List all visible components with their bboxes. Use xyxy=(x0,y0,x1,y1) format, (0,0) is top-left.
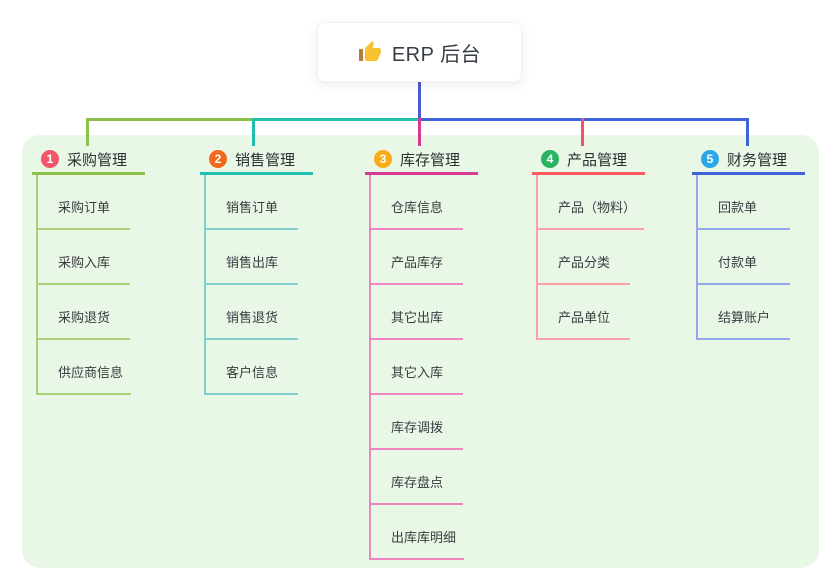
branch-children-product: 产品（物料） 产品分类 产品单位 xyxy=(532,175,645,340)
branch-children-inventory: 仓库信息 产品库存 其它出库 其它入库 库存调拨 库存盘点 出库库明细 xyxy=(365,175,478,560)
mindmap-node: 采购订单 xyxy=(32,175,145,230)
mindmap-node: 结算账户 xyxy=(692,285,805,340)
branch-title-finance[interactable]: 5 财务管理 xyxy=(692,146,805,175)
mindmap-node: 其它出库 xyxy=(365,285,478,340)
branch-children-purchasing: 采购订单 采购入库 采购退货 供应商信息 xyxy=(32,175,145,395)
mindmap-node: 库存盘点 xyxy=(365,450,478,505)
branch-title-label: 库存管理 xyxy=(400,151,461,169)
branch-product-management: 4 产品管理 产品（物料） 产品分类 产品单位 xyxy=(532,146,645,340)
branch-spine xyxy=(536,175,538,340)
root-node[interactable]: ERP 后台 xyxy=(317,22,522,82)
node-label[interactable]: 其它出库 xyxy=(369,307,463,340)
branch-purchasing-management: 1 采购管理 采购订单 采购入库 采购退货 供应商信息 xyxy=(32,146,145,395)
node-label[interactable]: 产品分类 xyxy=(536,252,630,285)
node-label[interactable]: 供应商信息 xyxy=(36,362,132,395)
node-label[interactable]: 付款单 xyxy=(696,252,790,285)
mindmap-node: 销售出库 xyxy=(200,230,313,285)
branch-number-badge: 4 xyxy=(541,150,559,168)
branch-sales-management: 2 销售管理 销售订单 销售出库 销售退货 客户信息 xyxy=(200,146,313,395)
node-label[interactable]: 采购订单 xyxy=(36,197,130,230)
node-label[interactable]: 库存调拨 xyxy=(369,417,463,450)
branch-title-product[interactable]: 4 产品管理 xyxy=(532,146,645,175)
branch-spine xyxy=(369,175,371,560)
node-label[interactable]: 回款单 xyxy=(696,197,790,230)
connector-root-vertical xyxy=(418,82,421,120)
mindmap-node: 客户信息 xyxy=(200,340,313,395)
branch-spine xyxy=(36,175,38,395)
branch-number-badge: 5 xyxy=(701,150,719,168)
mindmap-node: 产品分类 xyxy=(532,230,645,285)
mindmap-node: 销售订单 xyxy=(200,175,313,230)
node-label[interactable]: 其它入库 xyxy=(369,362,463,395)
mindmap-node: 出库库明细 xyxy=(365,505,478,560)
node-label[interactable]: 采购入库 xyxy=(36,252,130,285)
node-label[interactable]: 产品库存 xyxy=(369,252,463,285)
branch-number-badge: 1 xyxy=(41,150,59,168)
node-label[interactable]: 采购退货 xyxy=(36,307,130,340)
node-label[interactable]: 库存盘点 xyxy=(369,472,463,505)
branch-finance-management: 5 财务管理 回款单 付款单 结算账户 xyxy=(692,146,805,340)
mindmap-node: 库存调拨 xyxy=(365,395,478,450)
branch-title-purchasing[interactable]: 1 采购管理 xyxy=(32,146,145,175)
thumbs-up-icon xyxy=(358,40,382,64)
branch-inventory-management: 3 库存管理 仓库信息 产品库存 其它出库 其它入库 库存调拨 库存盘点 出库库… xyxy=(365,146,478,560)
connector-horizontal-teal xyxy=(252,118,419,121)
connector-stub-finance xyxy=(746,118,749,146)
branch-title-label: 产品管理 xyxy=(567,151,628,169)
mindmap-node: 产品库存 xyxy=(365,230,478,285)
mindmap-node: 供应商信息 xyxy=(32,340,145,395)
mindmap-node: 回款单 xyxy=(692,175,805,230)
branch-title-inventory[interactable]: 3 库存管理 xyxy=(365,146,478,175)
branch-title-label: 财务管理 xyxy=(727,151,788,169)
branch-children-finance: 回款单 付款单 结算账户 xyxy=(692,175,805,340)
node-label[interactable]: 销售订单 xyxy=(204,197,298,230)
mindmap-node: 采购入库 xyxy=(32,230,145,285)
connector-stub-product xyxy=(581,118,584,146)
branch-title-sales[interactable]: 2 销售管理 xyxy=(200,146,313,175)
node-label[interactable]: 产品单位 xyxy=(536,307,630,340)
connector-stub-sales xyxy=(252,118,255,146)
connector-stub-purchasing xyxy=(86,118,89,146)
mindmap-node: 采购退货 xyxy=(32,285,145,340)
node-label[interactable]: 出库库明细 xyxy=(369,527,465,560)
branch-spine xyxy=(204,175,206,395)
connector-stub-inventory xyxy=(418,118,421,146)
mindmap-node: 产品单位 xyxy=(532,285,645,340)
node-label[interactable]: 产品（物料） xyxy=(536,197,645,230)
mindmap-node: 产品（物料） xyxy=(532,175,645,230)
branch-number-badge: 2 xyxy=(209,150,227,168)
branch-title-label: 采购管理 xyxy=(67,151,128,169)
connector-horizontal-blue xyxy=(419,118,749,121)
branch-children-sales: 销售订单 销售出库 销售退货 客户信息 xyxy=(200,175,313,395)
branch-title-label: 销售管理 xyxy=(235,151,296,169)
branch-number-badge: 3 xyxy=(374,150,392,168)
root-node-label: ERP 后台 xyxy=(391,43,482,66)
mindmap-node: 销售退货 xyxy=(200,285,313,340)
node-label[interactable]: 结算账户 xyxy=(696,307,790,340)
branch-spine xyxy=(696,175,698,340)
node-label[interactable]: 销售出库 xyxy=(204,252,298,285)
mindmap-node: 其它入库 xyxy=(365,340,478,395)
node-label[interactable]: 销售退货 xyxy=(204,307,298,340)
mindmap-node: 仓库信息 xyxy=(365,175,478,230)
node-label[interactable]: 仓库信息 xyxy=(369,197,463,230)
mindmap-node: 付款单 xyxy=(692,230,805,285)
node-label[interactable]: 客户信息 xyxy=(204,362,298,395)
connector-horizontal-green xyxy=(86,118,252,121)
branches-panel xyxy=(22,135,819,568)
